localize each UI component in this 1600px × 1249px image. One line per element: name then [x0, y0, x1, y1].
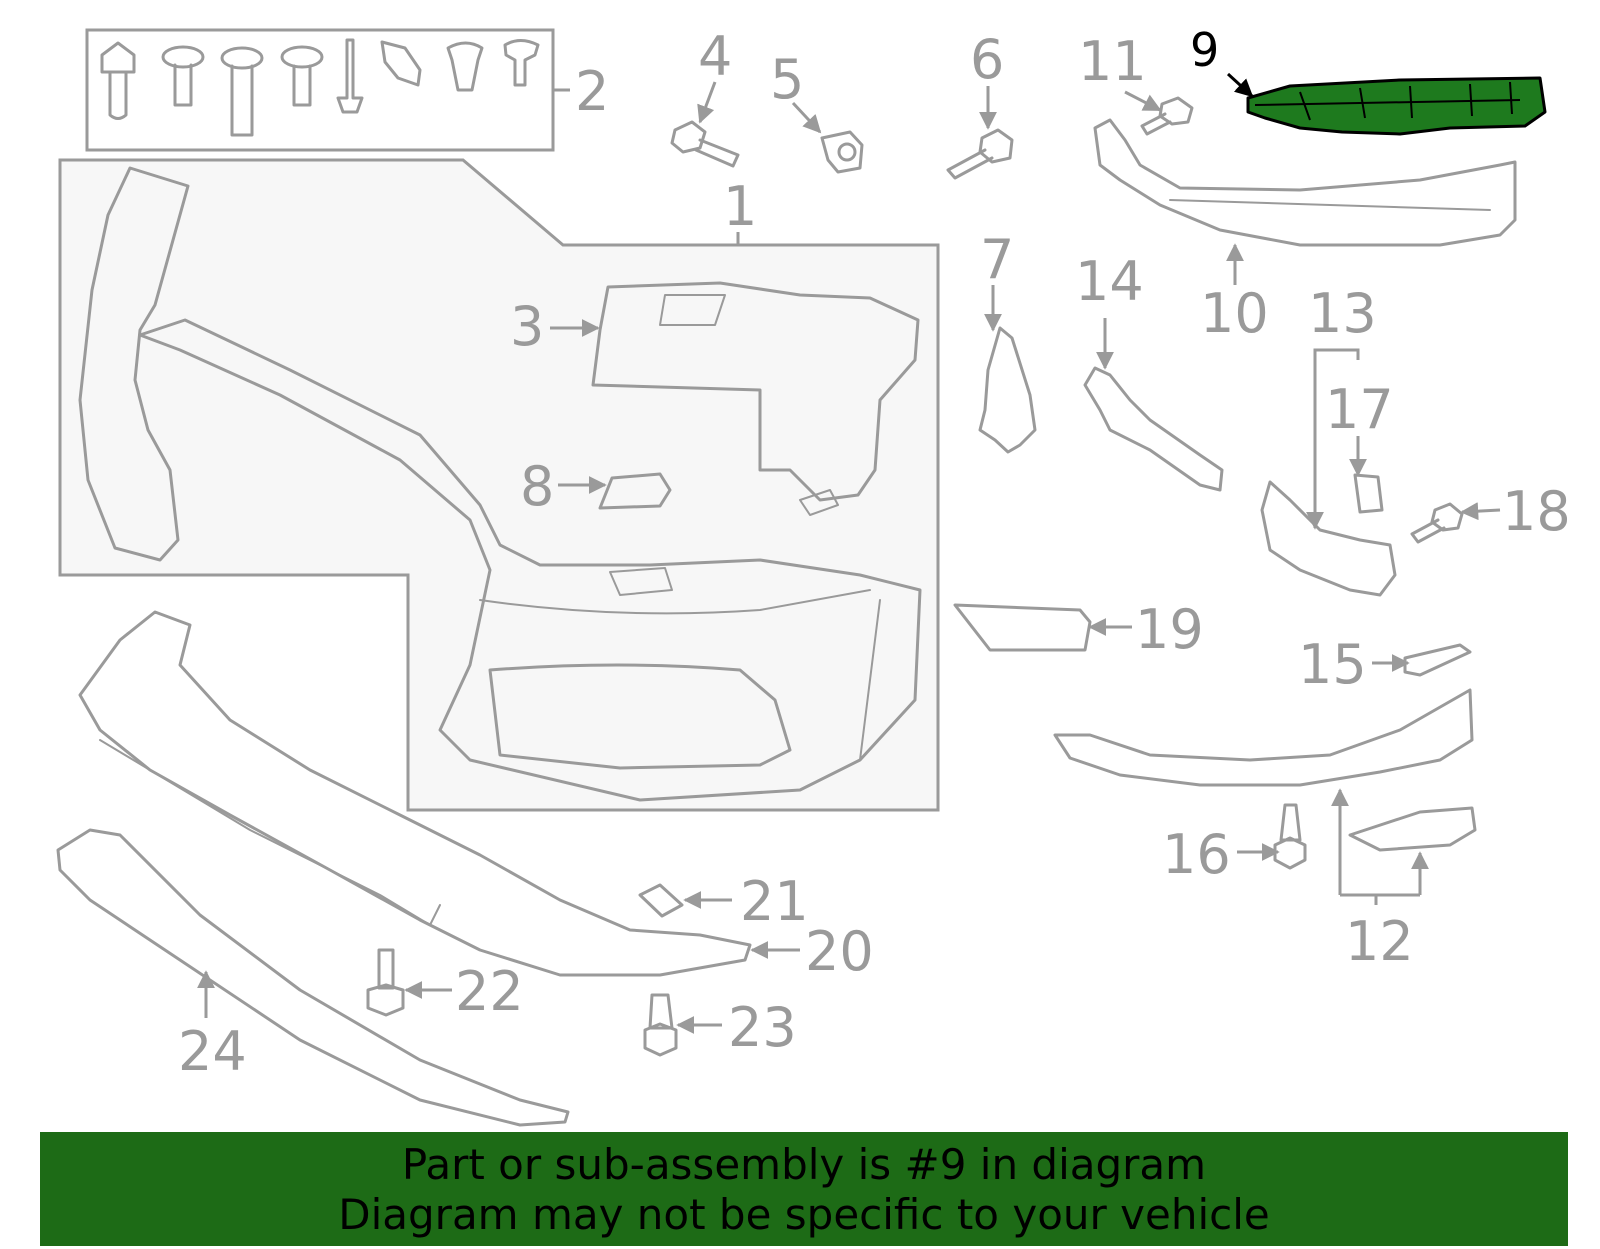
- part-17-clip: [1353, 473, 1384, 514]
- part-7-bracket: [978, 326, 1037, 454]
- leader-lines: [197, 72, 1501, 1034]
- callout-13: 13: [1308, 282, 1377, 345]
- callout-7: 7: [980, 228, 1014, 291]
- part-16-bolt: [1273, 803, 1307, 870]
- callout-16: 16: [1162, 823, 1231, 886]
- callout-1: 1: [723, 175, 757, 238]
- part-15-bracket: [1403, 643, 1472, 677]
- part-10-bracket: [1093, 118, 1517, 247]
- part-5-nut: [820, 130, 864, 174]
- callout-19: 19: [1135, 598, 1204, 661]
- callout-15: 15: [1298, 633, 1367, 696]
- callout-24: 24: [178, 1020, 247, 1083]
- part-11-screw: [1140, 96, 1194, 136]
- part-14-bracket: [1083, 366, 1224, 492]
- callout-22: 22: [455, 960, 524, 1023]
- part-18-screw: [1410, 502, 1464, 544]
- banner-line-part-number: Part or sub-assembly is #9 in diagram: [401, 1140, 1207, 1189]
- part-12-end-piece: [1348, 806, 1477, 852]
- callout-5: 5: [770, 48, 804, 111]
- part-24-lower-grille: [56, 828, 570, 1127]
- callout-20: 20: [805, 920, 874, 983]
- banner-line-disclaimer: Diagram may not be specific to your vehi…: [338, 1190, 1270, 1239]
- fastener-kit-box: [85, 28, 570, 152]
- callout-17: 17: [1325, 378, 1394, 441]
- part-21-clip: [638, 883, 684, 918]
- callout-numbers: 1 2 3 4 5 6 7 8 9 10 11 12 13 14 15 16 1…: [178, 23, 1571, 1083]
- part-23-bolt: [643, 993, 678, 1057]
- part-4-screw: [670, 120, 740, 168]
- callout-23: 23: [728, 996, 797, 1059]
- callout-14: 14: [1075, 250, 1144, 313]
- part-6-screw: [946, 128, 1014, 180]
- callout-2: 2: [575, 60, 609, 123]
- callout-3: 3: [510, 295, 544, 358]
- callout-9-highlighted: 9: [1190, 23, 1219, 77]
- part-19-cover: [953, 603, 1092, 652]
- part-13-bracket: [1260, 480, 1397, 597]
- bumper-assembly-box: [58, 158, 940, 812]
- callout-6: 6: [970, 28, 1004, 91]
- callout-12: 12: [1345, 910, 1414, 973]
- callout-8: 8: [520, 455, 554, 518]
- part-20-lower-support: [78, 610, 752, 977]
- part-9-highlighted-reinforcement: [1246, 76, 1547, 136]
- part-12-trim: [1053, 688, 1474, 787]
- info-banner: Part or sub-assembly is #9 in diagram Di…: [40, 1132, 1568, 1246]
- callout-18: 18: [1502, 480, 1571, 543]
- callout-11: 11: [1078, 30, 1147, 93]
- callout-10: 10: [1200, 282, 1269, 345]
- part-22-bolt: [366, 948, 405, 1017]
- callout-21: 21: [740, 870, 809, 933]
- callout-4: 4: [698, 25, 732, 88]
